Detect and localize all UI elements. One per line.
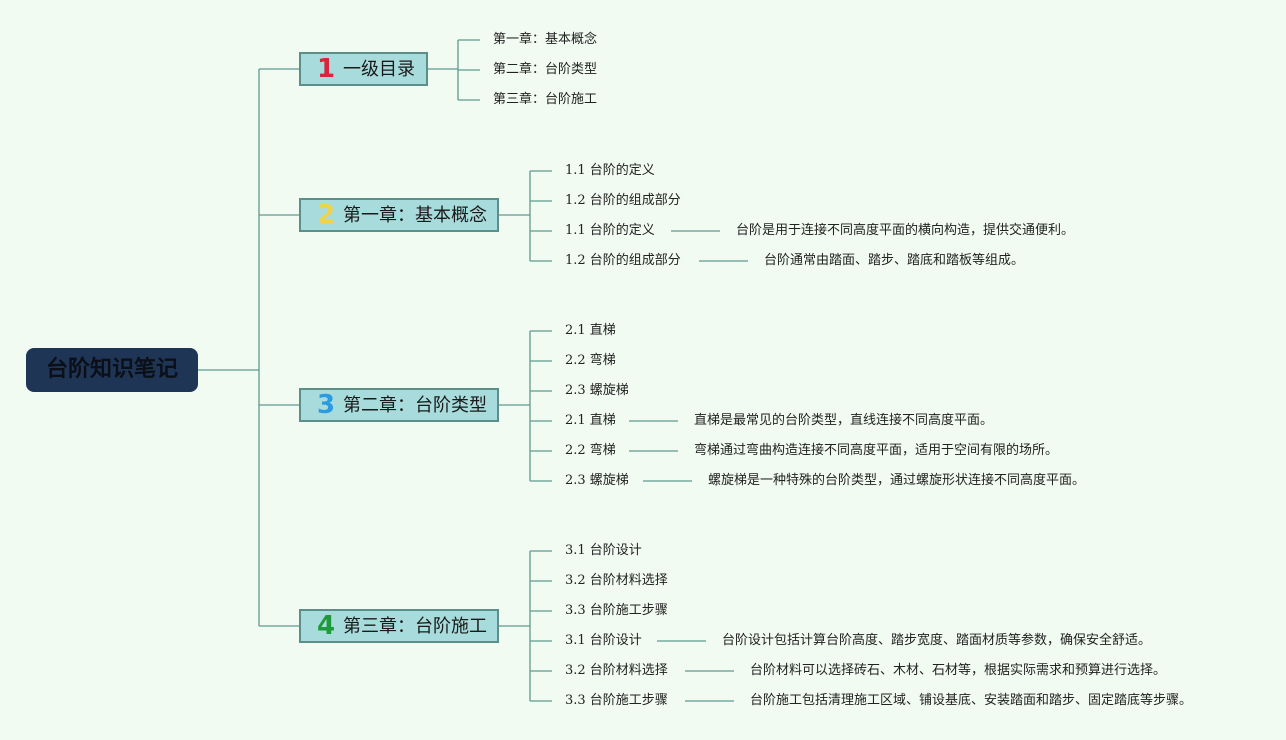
number-4-icon: 4 — [317, 611, 336, 641]
leaf-node[interactable]: 第三章：台阶施工 — [493, 92, 598, 107]
branch-label-2: 第一章：基本概念 — [343, 205, 487, 226]
leaf-node[interactable]: 3.3 台阶施工步骤 — [565, 603, 668, 618]
leaf-node[interactable]: 3.2 台阶材料选择 — [565, 663, 668, 678]
detail-node[interactable]: 螺旋梯是一种特殊的台阶类型，通过螺旋形状连接不同高度平面。 — [708, 473, 1086, 488]
number-2-icon: 2 — [317, 200, 336, 230]
leaf-node[interactable]: 1.2 台阶的组成部分 — [565, 253, 681, 268]
leaf-node[interactable]: 2.3 螺旋梯 — [565, 383, 629, 398]
leaf-node[interactable]: 2.3 螺旋梯 — [565, 473, 629, 488]
branch-label-3: 第二章：台阶类型 — [343, 395, 487, 416]
root-label: 台阶知识笔记 — [45, 357, 178, 382]
detail-node[interactable]: 台阶通常由踏面、踏步、踏底和踏板等组成。 — [764, 253, 1025, 268]
detail-node[interactable]: 台阶材料可以选择砖石、木材、石材等，根据实际需求和预算进行选择。 — [750, 663, 1167, 678]
detail-node[interactable]: 直梯是最常见的台阶类型，直线连接不同高度平面。 — [694, 413, 994, 428]
detail-node[interactable]: 台阶设计包括计算台阶高度、踏步宽度、踏面材质等参数，确保安全舒适。 — [722, 633, 1152, 648]
leaf-node[interactable]: 3.1 台阶设计 — [565, 543, 642, 558]
branch-node-2[interactable]: 2 第一章：基本概念 — [299, 198, 499, 232]
branch-node-3[interactable]: 3 第二章：台阶类型 — [299, 388, 499, 422]
leaf-node[interactable]: 第二章：台阶类型 — [493, 62, 598, 77]
leaf-node[interactable]: 2.1 直梯 — [565, 323, 616, 338]
number-3-icon: 3 — [317, 390, 336, 420]
leaf-node[interactable]: 3.2 台阶材料选择 — [565, 573, 668, 588]
detail-node[interactable]: 台阶是用于连接不同高度平面的横向构造，提供交通便利。 — [736, 223, 1075, 238]
leaf-node[interactable]: 2.1 直梯 — [565, 413, 616, 428]
leaf-node[interactable]: 1.2 台阶的组成部分 — [565, 193, 681, 208]
leaf-node[interactable]: 1.1 台阶的定义 — [565, 223, 655, 238]
leaf-node[interactable]: 2.2 弯梯 — [565, 353, 616, 368]
branch-node-1[interactable]: 1 一级目录 — [299, 52, 428, 86]
root-node[interactable]: 台阶知识笔记 — [26, 348, 198, 392]
leaf-node[interactable]: 3.3 台阶施工步骤 — [565, 693, 668, 708]
detail-node[interactable]: 台阶施工包括清理施工区域、铺设基底、安装踏面和踏步、固定踏底等步骤。 — [750, 693, 1193, 708]
detail-node[interactable]: 弯梯通过弯曲构造连接不同高度平面，适用于空间有限的场所。 — [694, 443, 1059, 458]
number-1-icon: 1 — [317, 54, 336, 84]
leaf-node[interactable]: 1.1 台阶的定义 — [565, 163, 655, 178]
branch-label-4: 第三章：台阶施工 — [343, 616, 487, 637]
leaf-node[interactable]: 2.2 弯梯 — [565, 443, 616, 458]
leaf-node[interactable]: 第一章：基本概念 — [493, 32, 598, 47]
branch-node-4[interactable]: 4 第三章：台阶施工 — [299, 609, 499, 643]
leaf-node[interactable]: 3.1 台阶设计 — [565, 633, 642, 648]
branch-label-1: 一级目录 — [343, 59, 415, 80]
